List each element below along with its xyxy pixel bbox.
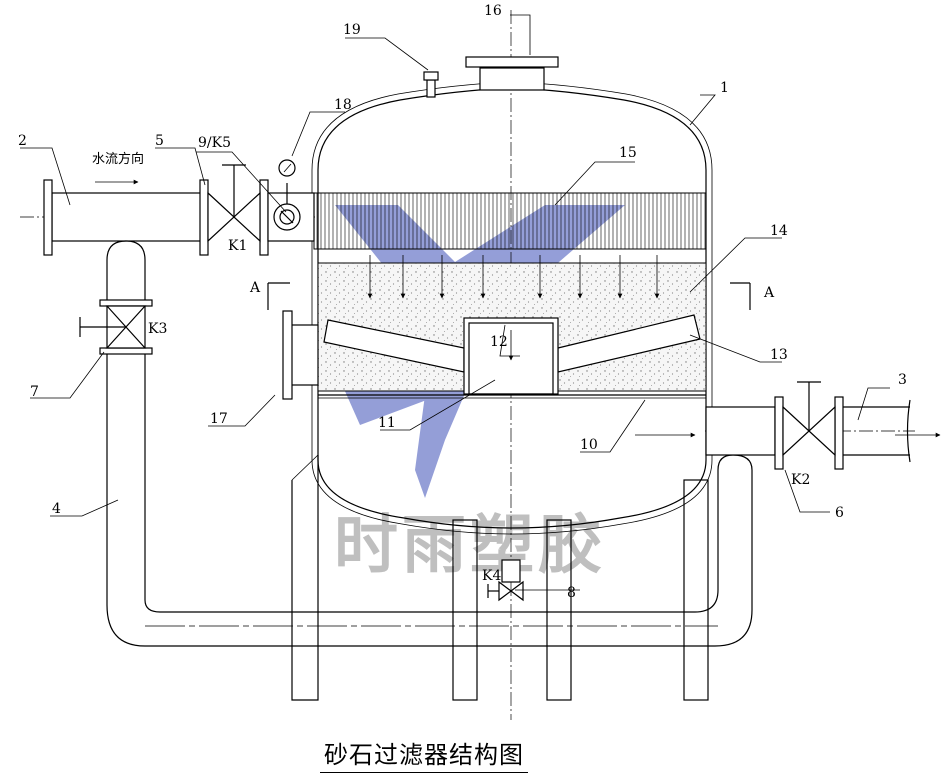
section-mark-left: A (249, 280, 290, 310)
outlet-pipe (705, 396, 911, 470)
drawing-title: 砂石过滤器结构图 (320, 735, 528, 773)
part-number-labels: 1 2 3 4 5 6 7 8 9/K5 10 11 12 13 14 15 1… (18, 3, 907, 601)
label-11: 11 (378, 415, 396, 431)
label-19: 19 (343, 22, 361, 38)
label-18: 18 (334, 97, 352, 113)
vessel-shell (317, 87, 707, 529)
valve-k1 (207, 164, 261, 243)
drain-valve-k4 (487, 559, 524, 602)
bypass-pipe (106, 240, 753, 647)
label-1: 1 (720, 80, 729, 96)
pressure-gauge (278, 159, 296, 177)
side-manhole (282, 310, 319, 400)
label-10: 10 (580, 437, 598, 453)
flow-direction-label: 水流方向 (92, 151, 144, 167)
label-9-k5: 9/K5 (198, 135, 231, 151)
label-k3: K3 (148, 321, 167, 337)
section-mark-right: A (730, 282, 775, 310)
label-14: 14 (770, 223, 788, 239)
label-12: 12 (490, 334, 508, 350)
distributor-screen (313, 192, 707, 250)
label-2: 2 (18, 133, 27, 149)
valve-k2 (782, 381, 836, 457)
label-8: 8 (567, 585, 576, 601)
internal-flow-arrows (367, 255, 660, 299)
label-k2: K2 (791, 472, 810, 488)
label-k1: K1 (228, 238, 247, 254)
watermark-text: 时雨塑胶 (334, 509, 606, 583)
label-17: 17 (210, 411, 228, 427)
label-3: 3 (898, 372, 907, 388)
svg-text:A: A (763, 285, 775, 301)
valve-k5 (273, 183, 301, 231)
label-7: 7 (30, 384, 39, 400)
top-flange (465, 56, 559, 91)
label-16: 16 (484, 3, 502, 19)
svg-text:A: A (249, 280, 261, 296)
vent-valve (423, 71, 439, 98)
support-legs (291, 454, 709, 701)
label-4: 4 (52, 501, 61, 517)
label-6: 6 (835, 505, 844, 521)
leader-lines (20, 14, 890, 591)
valve-labels: K1 K2 K3 K4 (148, 238, 810, 584)
label-5: 5 (155, 133, 164, 149)
label-15: 15 (619, 145, 637, 161)
label-k4: K4 (482, 568, 501, 584)
valve-k3 (79, 299, 153, 355)
label-13: 13 (770, 347, 788, 363)
